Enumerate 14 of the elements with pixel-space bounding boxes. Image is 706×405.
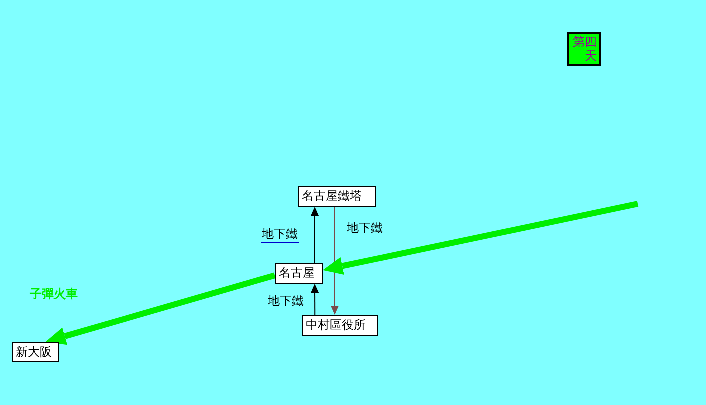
edge-label: 地下鐵 [346, 221, 384, 236]
arrow [311, 207, 319, 264]
edge-label: 子彈火車 [29, 287, 79, 302]
train-arrow [46, 272, 276, 346]
train-arrow [323, 201, 639, 276]
place-box: 名古屋 [275, 263, 323, 284]
place-box: 新大阪 [12, 342, 59, 362]
place-box: 名古屋鐵塔 [298, 186, 376, 207]
place-box: 中村區役所 [302, 315, 378, 336]
arrow [311, 284, 320, 316]
day-box: 第四天 [567, 32, 601, 66]
arrow [330, 206, 339, 315]
edge-label: 地下鐵 [261, 227, 299, 243]
edge-label: 地下鐵 [267, 294, 305, 309]
